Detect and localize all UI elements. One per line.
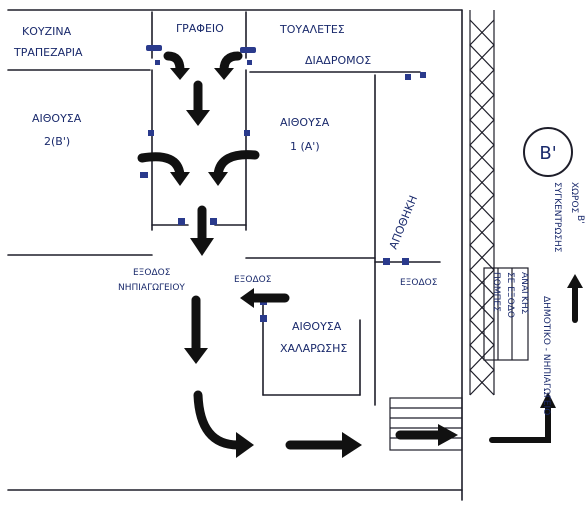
office-label: ΓΡΑΦΕΙΟ (176, 22, 224, 35)
assembly-area-letter: Β' (575, 215, 585, 224)
exit-labels: ΕΞΟΔΟΣ ΝΗΠΙΑΓΩΓΕΙΟΥ ΕΞΟΔΟΣ ΕΞΟΔΟΣ (118, 268, 438, 293)
assembly-circle-label: Β' (539, 143, 556, 164)
storage-label: ΑΠΟΘΗΚΗ (387, 194, 420, 252)
building-walls (7, 9, 463, 501)
help-box-line1: ΠΟΜΠΕΣ (491, 272, 501, 312)
help-box (483, 267, 529, 361)
assembly-area-sublabel: ΣΥΓΚΕΝΤΡΩΣΗΣ (552, 182, 562, 253)
kitchen-label: ΚΟΥΖΙΝΑ (22, 25, 72, 38)
fence-lattice (469, 10, 495, 396)
assembly-area-label: ΧΩΡΟΣ (569, 182, 579, 214)
relax-exit-label: ΕΞΟΔΟΣ (234, 275, 272, 285)
door-markers (140, 45, 426, 322)
relax-room-subtitle: ΧΑΛΑΡΩΣΗΣ (280, 342, 347, 355)
room2-number: 2(Β') (44, 135, 70, 148)
toilets-label: ΤΟΥΑΛΕΤΕΣ (279, 23, 345, 36)
room1-title: ΑΙΘΟΥΣΑ (280, 116, 330, 129)
room2-title: ΑΙΘΟΥΣΑ (32, 112, 82, 125)
assembly-point-circle: Β' (523, 127, 573, 177)
stairs (389, 397, 463, 451)
relax-room-title: ΑΙΘΟΥΣΑ (292, 320, 342, 333)
assembly-labels: ΧΩΡΟΣ ΣΥΓΚΕΝΤΡΩΣΗΣ Β' ΠΟΜΠΕΣ ΣΕ ΕΞΟΔΟ ΑΝ… (491, 182, 585, 415)
nursery-exit-label: ΕΞΟΔΟΣ (133, 268, 171, 278)
dining-label: ΤΡΑΠΕΖΑΡΙΑ (13, 46, 83, 59)
school-side-label: ΔΗΜΟΤΙΚΟ - ΝΗΠΙΑΓΩΓΕΙΟ (541, 296, 551, 415)
storage-exit-label: ΕΞΟΔΟΣ (400, 278, 438, 288)
room1-number: 1 (Α') (290, 140, 320, 153)
corridor-label: ΔΙΑΔΡΟΜΟΣ (305, 54, 371, 67)
help-box-line3: ΑΝΑΓΚΗΣ (519, 272, 529, 315)
evacuation-route-arrows (137, 51, 583, 458)
help-box-line2: ΣΕ ΕΞΟΔΟ (505, 272, 515, 318)
nursery-exit-sublabel: ΝΗΠΙΑΓΩΓΕΙΟΥ (118, 283, 185, 293)
